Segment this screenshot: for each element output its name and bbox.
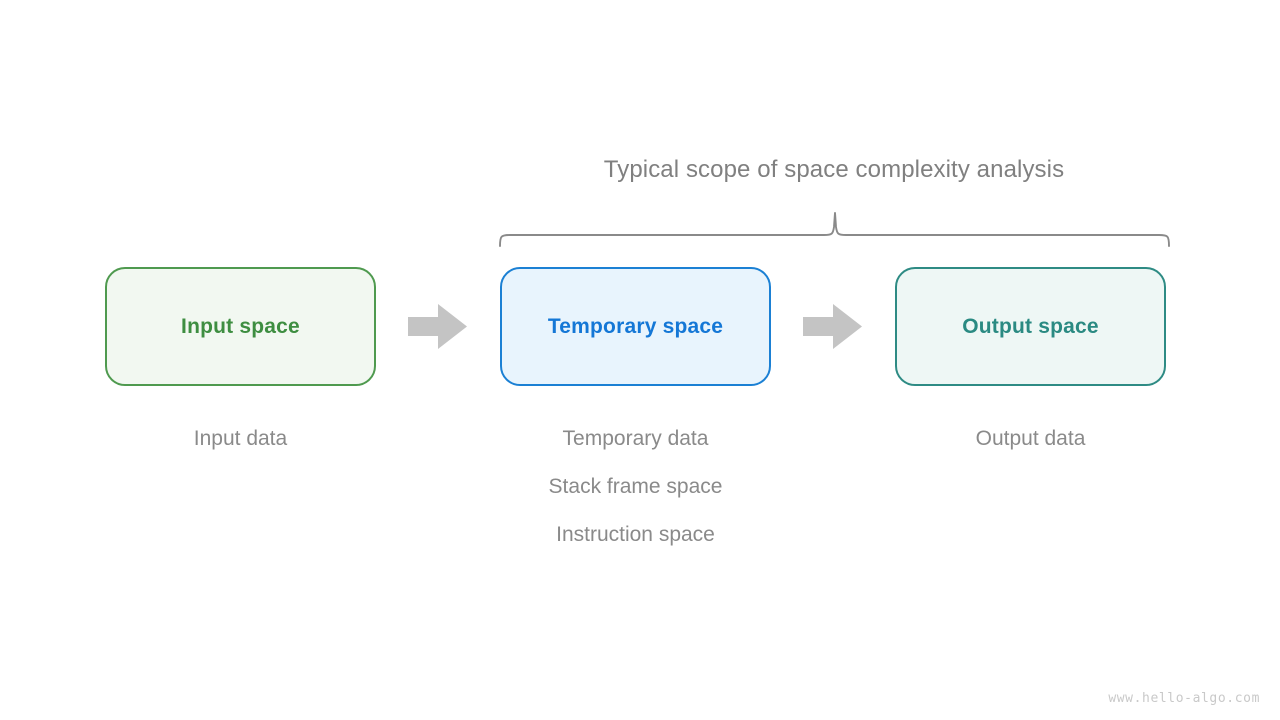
arrow-right-icon: [803, 304, 862, 349]
scope-title: Typical scope of space complexity analys…: [603, 156, 1065, 183]
caption-output-data: Output data: [975, 427, 1086, 450]
box-input-space[interactable]: Input space: [105, 267, 376, 386]
caption-stack-frame-space: Stack frame space: [548, 475, 723, 498]
box-temporary-space[interactable]: Temporary space: [500, 267, 771, 386]
caption-temporary-data: Temporary data: [562, 427, 709, 450]
box-output-space-label: Output space: [962, 314, 1099, 338]
watermark: www.hello-algo.com: [1108, 691, 1260, 706]
caption-input-data: Input data: [193, 427, 288, 450]
box-input-space-label: Input space: [181, 314, 300, 338]
box-temporary-space-label: Temporary space: [547, 314, 724, 338]
arrow-right-icon: [408, 304, 467, 349]
box-output-space[interactable]: Output space: [895, 267, 1166, 386]
caption-instruction-space: Instruction space: [556, 523, 715, 546]
scope-brace-icon: [499, 212, 1170, 247]
